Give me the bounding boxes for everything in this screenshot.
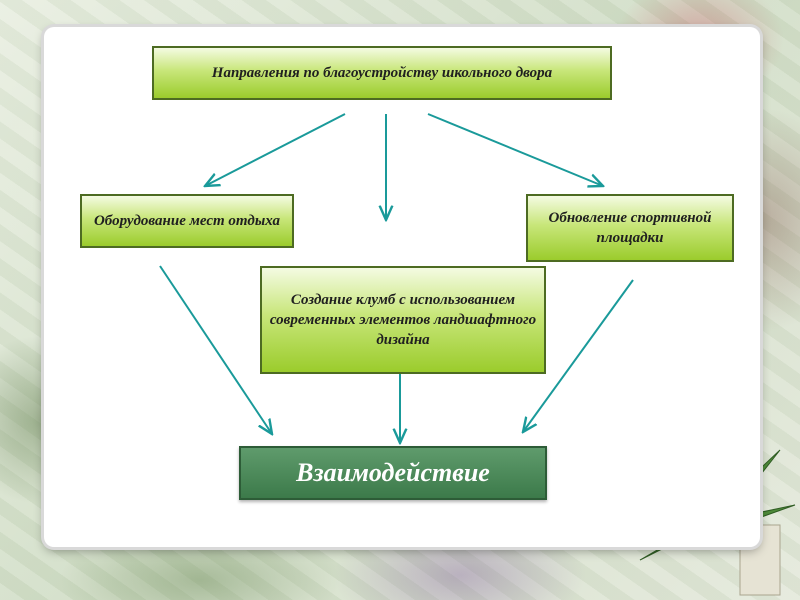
title-node-label: Направления по благоустройству школьного… — [211, 65, 553, 81]
result-node-label: Взаимодействие — [296, 458, 490, 487]
center-node: Создание клумб с использованием современ… — [260, 266, 546, 374]
center-node-label: Создание клумб с использованием современ… — [269, 292, 537, 348]
right-node-label: Обновление спортивной площадки — [548, 210, 712, 246]
arrow-left-to-result — [159, 265, 272, 434]
title-node: Направления по благоустройству школьного… — [152, 46, 612, 100]
right-node: Обновление спортивной площадки — [526, 194, 734, 262]
result-node: Взаимодействие — [239, 446, 547, 500]
arrow-title-to-left — [205, 113, 346, 186]
arrow-title-to-right — [427, 113, 603, 186]
left-node: Оборудование мест отдыха — [80, 194, 294, 248]
arrow-right-to-result — [523, 279, 634, 432]
left-node-label: Оборудование мест отдыха — [93, 213, 281, 229]
